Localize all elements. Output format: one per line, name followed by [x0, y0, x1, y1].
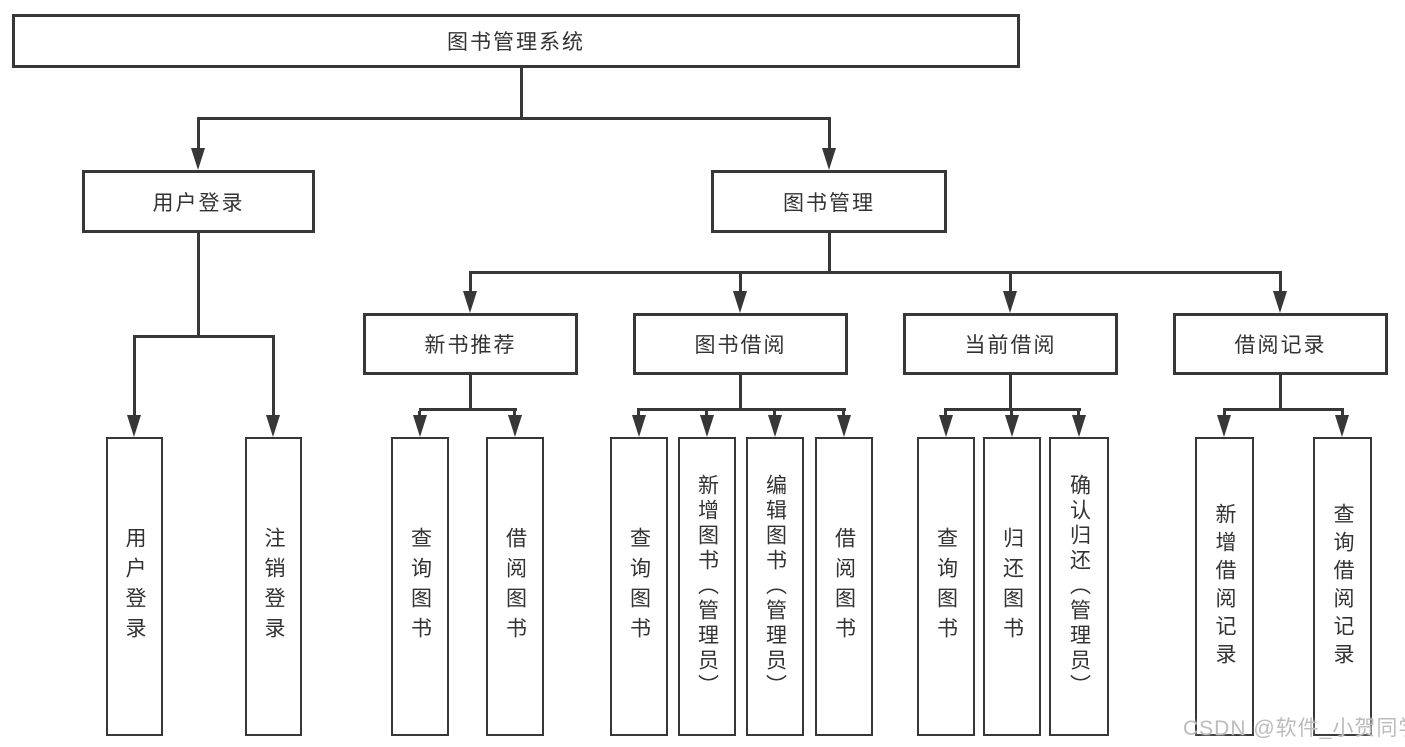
node-current-borrowing: 当前借阅: [903, 313, 1118, 375]
watermark: CSDN @软件_小贺同学: [1183, 717, 1405, 740]
leaf-add-books-admin-label: 新增图书（管理员）: [695, 474, 719, 699]
leaf-borrowing-query-books-label: 查询图书: [627, 526, 651, 647]
arrowhead-down-icon: [1005, 415, 1019, 437]
arrowhead-down-icon: [266, 415, 280, 437]
connector-line: [944, 408, 1081, 411]
arrowhead-down-icon: [768, 415, 782, 437]
arrowhead-down-icon: [700, 415, 714, 437]
node-current-borrowing-label: 当前借阅: [964, 334, 1057, 357]
leaf-logout-login: 注销登录: [245, 437, 302, 736]
node-new-book-recommend-label: 新书推荐: [424, 334, 517, 357]
connector-line: [1010, 411, 1013, 415]
arrowhead-down-icon: [1217, 415, 1231, 437]
connector-line: [520, 68, 523, 118]
arrowhead-down-icon: [508, 415, 522, 437]
connector-line: [637, 408, 846, 411]
connector-line: [197, 120, 200, 148]
connector-line: [418, 411, 421, 415]
leaf-recommend-query-books-label: 查询图书: [408, 526, 432, 647]
leaf-add-borrow-record: 新增借阅记录: [1195, 437, 1254, 736]
node-book-borrowing: 图书借阅: [633, 313, 848, 375]
connector-line: [1009, 274, 1012, 291]
connector-line: [133, 335, 275, 338]
connector-line: [1279, 375, 1282, 408]
leaf-confirm-return-admin: 确认归还（管理员）: [1049, 437, 1109, 736]
arrowhead-down-icon: [837, 415, 851, 437]
node-book-borrowing-label: 图书借阅: [694, 334, 787, 357]
arrowhead-down-icon: [632, 415, 646, 437]
node-borrowing-records: 借阅记录: [1173, 313, 1388, 375]
leaf-borrowing-query-books: 查询图书: [610, 437, 668, 736]
connector-line: [197, 233, 200, 335]
connector-line: [469, 271, 1282, 274]
connector-line: [739, 274, 742, 291]
connector-line: [1223, 408, 1344, 411]
leaf-borrowing-borrow-books: 借阅图书: [815, 437, 873, 736]
leaf-return-books-label: 归还图书: [1000, 526, 1024, 647]
leaf-recommend-borrow-books: 借阅图书: [486, 437, 544, 736]
arrowhead-down-icon: [822, 148, 836, 170]
arrowhead-down-icon: [463, 291, 477, 313]
leaf-confirm-return-admin-label: 确认归还（管理员）: [1067, 474, 1091, 699]
leaf-add-borrow-record-label: 新增借阅记录: [1213, 502, 1236, 671]
node-book-management-label: 图书管理: [783, 191, 875, 215]
connector-line: [1009, 375, 1012, 408]
connector-line: [419, 408, 517, 411]
node-book-management: 图书管理: [711, 170, 947, 233]
connector-line: [1279, 274, 1282, 291]
arrowhead-down-icon: [733, 291, 747, 313]
leaf-recommend-query-books: 查询图书: [391, 437, 449, 736]
leaf-user-login: 用户登录: [106, 437, 163, 736]
node-new-book-recommend: 新书推荐: [363, 313, 578, 375]
leaf-add-books-admin: 新增图书（管理员）: [678, 437, 736, 736]
connector-line: [739, 375, 742, 408]
connector-line: [197, 117, 831, 120]
arrowhead-down-icon: [1273, 291, 1287, 313]
leaf-current-query-books: 查询图书: [917, 437, 975, 736]
arrowhead-down-icon: [1003, 291, 1017, 313]
connector-line: [637, 411, 640, 415]
leaf-edit-books-admin: 编辑图书（管理员）: [746, 437, 804, 736]
leaf-edit-books-admin-label: 编辑图书（管理员）: [763, 474, 787, 699]
connector-line: [469, 375, 472, 408]
connector-line: [1341, 411, 1344, 415]
node-user-login-label: 用户登录: [152, 191, 245, 215]
connector-line: [1077, 411, 1080, 415]
leaf-borrowing-borrow-books-label: 借阅图书: [832, 526, 856, 647]
leaf-query-borrow-record: 查询借阅记录: [1313, 437, 1372, 736]
leaf-logout-login-label: 注销登录: [262, 526, 285, 647]
node-user-login: 用户登录: [82, 170, 315, 233]
connector-line: [828, 233, 831, 271]
connector-line: [773, 411, 776, 415]
node-root: 图书管理系统: [12, 14, 1020, 68]
arrowhead-down-icon: [1072, 415, 1086, 437]
connector-line: [272, 338, 275, 415]
connector-line: [705, 411, 708, 415]
connector-line: [1223, 411, 1226, 415]
connector-line: [133, 338, 136, 415]
leaf-user-login-label: 用户登录: [123, 526, 146, 647]
leaf-current-query-books-label: 查询图书: [934, 526, 958, 647]
arrowhead-down-icon: [191, 148, 205, 170]
leaf-query-borrow-record-label: 查询借阅记录: [1331, 502, 1354, 671]
connector-line: [944, 411, 947, 415]
arrowhead-down-icon: [1335, 415, 1349, 437]
connector-line: [842, 411, 845, 415]
arrowhead-down-icon: [939, 415, 953, 437]
leaf-return-books: 归还图书: [983, 437, 1041, 736]
connector-line: [469, 274, 472, 291]
node-root-label: 图书管理系统: [447, 31, 585, 54]
leaf-recommend-borrow-books-label: 借阅图书: [503, 526, 527, 647]
connector-line: [828, 120, 831, 148]
arrowhead-down-icon: [413, 415, 427, 437]
connector-line: [513, 411, 516, 415]
node-borrowing-records-label: 借阅记录: [1234, 334, 1327, 357]
arrowhead-down-icon: [127, 415, 141, 437]
